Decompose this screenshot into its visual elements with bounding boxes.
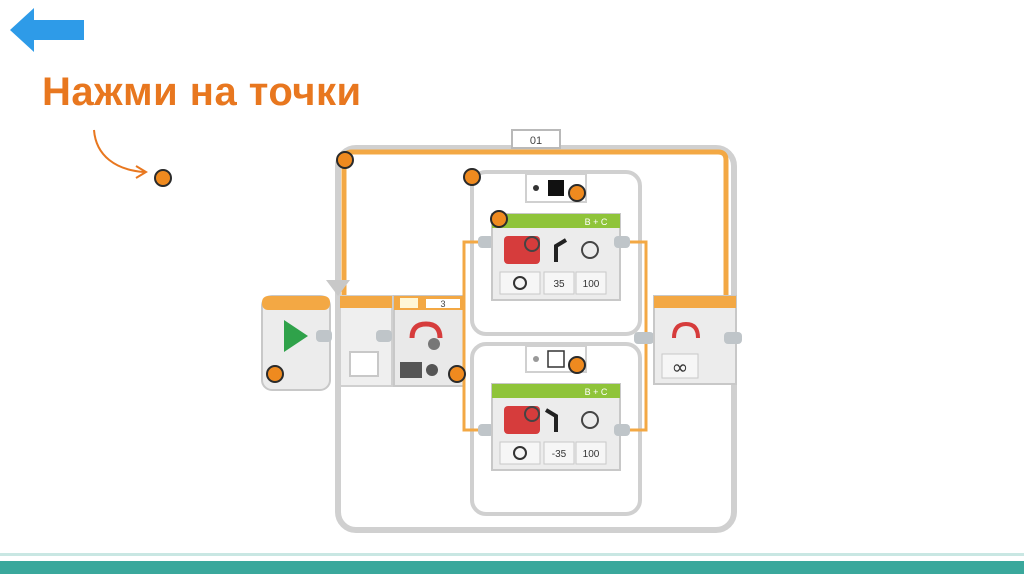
hotspot-dot[interactable]	[568, 356, 586, 374]
loop-end-block[interactable]: ∞	[634, 296, 742, 384]
hotspot-dot[interactable]	[490, 210, 508, 228]
footer-divider	[0, 553, 1024, 556]
hotspot-dot[interactable]	[448, 365, 466, 383]
infinity-icon: ∞	[672, 355, 689, 379]
hotspot-dot[interactable]	[266, 365, 284, 383]
steering-2-value: -35	[552, 449, 567, 460]
steering-2-power: 100	[583, 449, 600, 460]
hotspot-dot[interactable]	[336, 151, 354, 169]
footer-bar	[0, 561, 1024, 574]
switch-port-label: 3	[440, 299, 445, 309]
steering-block-2[interactable]: B + C -35 100	[478, 384, 630, 470]
hotspot-dot[interactable]	[463, 168, 481, 186]
hotspot-dot[interactable]	[568, 184, 586, 202]
steering-2-ports: B + C	[585, 387, 608, 397]
steering-1-ports: B + C	[585, 217, 608, 227]
loop-label: 01	[530, 135, 542, 147]
hotspot-dot[interactable]	[154, 169, 172, 187]
steering-1-power: 100	[583, 279, 600, 290]
steering-1-value: 35	[553, 279, 565, 290]
